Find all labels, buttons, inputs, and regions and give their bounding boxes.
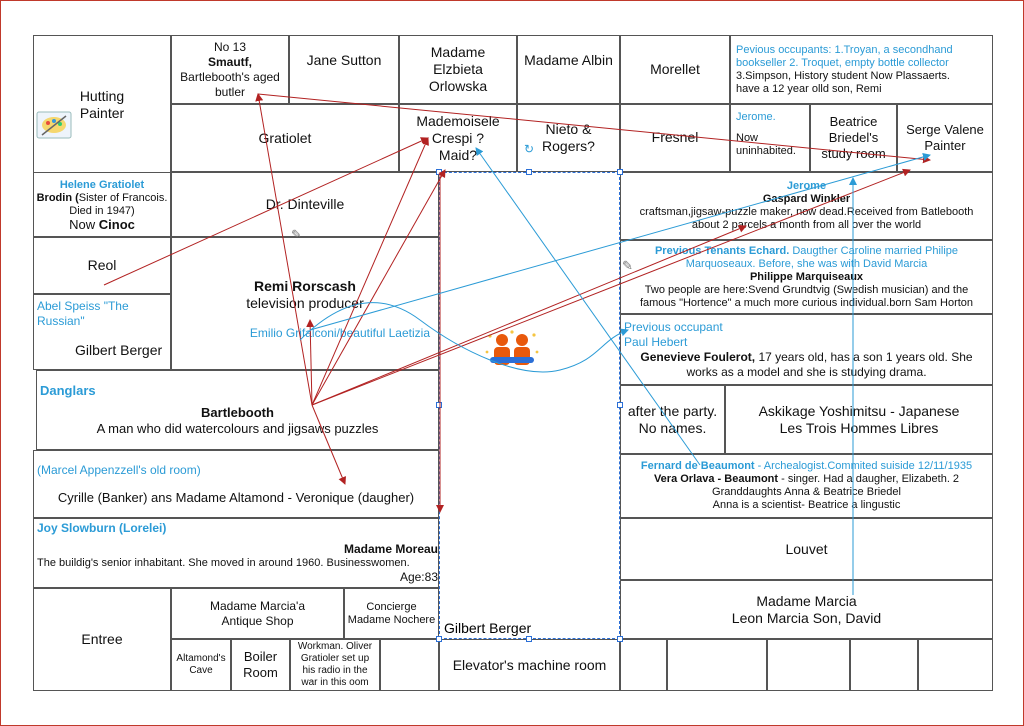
resize-handle[interactable] — [617, 169, 623, 175]
room-boiler: Boiler Room — [231, 639, 290, 691]
palette-icon — [36, 110, 74, 140]
pencil-icon: ✎ — [622, 258, 633, 273]
room-foulerot: Previous occupant Paul Hebert Genevieve … — [620, 314, 993, 385]
room-morellet: Morellet — [620, 35, 730, 104]
room-blank-4 — [767, 639, 850, 691]
room-antique-shop: Madame Marcia'a Antique Shop — [171, 588, 344, 639]
room-echard: Previous Tenants Echard. Daugther Caroli… — [620, 240, 993, 314]
room-blank-5 — [850, 639, 918, 691]
resize-handle[interactable] — [436, 169, 442, 175]
room-orlowska: Madame Elzbieta Orlowska — [399, 35, 517, 104]
room-abel-speiss: Abel Speiss "The Russian" Gilbert Berger — [33, 294, 171, 370]
room-blank-2 — [620, 639, 667, 691]
stairwell-selection[interactable] — [439, 172, 620, 639]
room-reol: Reol — [33, 237, 171, 294]
room-danglars: Danglars Bartlebooth A man who did water… — [36, 370, 439, 450]
room-beatrice-study: Beatrice Briedel's study room — [810, 104, 897, 172]
room-concierge: Concierge Madame Nochere — [344, 588, 439, 639]
room-blank-1 — [380, 639, 439, 691]
room-askikage: Askikage Yoshimitsu - Japanese Les Trois… — [725, 385, 993, 454]
room-remi-rorscash: Remi Rorscash television producer Emilio… — [171, 237, 439, 370]
stairwell-label: Gilbert Berger — [444, 620, 532, 636]
room-fresnel: Fresnel — [620, 104, 730, 172]
room-blank-3 — [667, 639, 767, 691]
room-beaumont: Fernard de Beaumont - Archealogist.Commi… — [620, 454, 993, 518]
room-jerome-top: Jerome. Now uninhabited. — [730, 104, 810, 172]
room-albin: Madame Albin — [517, 35, 620, 104]
room-madame-marcia: Madame Marcia Leon Marcia Son, David — [620, 580, 993, 639]
room-nieto-rogers: Nieto & Rogers? — [517, 104, 620, 172]
room-helene-gratiolet: Helene Gratiolet Brodin (Sister of Franc… — [33, 172, 171, 237]
room-workman: Workman. Oliver Gratioler set up his rad… — [290, 639, 380, 691]
resize-handle[interactable] — [617, 402, 623, 408]
room-plassaerts: Pevious occupants: 1.Troyan, a secondhan… — [730, 35, 993, 104]
room-no13: No 13 Smautf, Bartlebooth's aged butler — [171, 35, 289, 104]
room-blank-6 — [918, 639, 993, 691]
room-jane-sutton: Jane Sutton — [289, 35, 399, 104]
room-gratiolet: Gratiolet — [171, 104, 399, 172]
room-louvet: Louvet — [620, 518, 993, 580]
resize-handle[interactable] — [436, 636, 442, 642]
room-serge-valene: Serge Valene Painter — [897, 104, 993, 172]
room-appenzell: (Marcel Appenzzell's old room) Cyrille (… — [33, 450, 439, 518]
room-altamond-cave: Altamond's Cave — [171, 639, 231, 691]
room-after-party: after the party. No names. — [620, 385, 725, 454]
resize-handle[interactable] — [526, 169, 532, 175]
room-elevator-machine: Elevator's machine room — [439, 639, 620, 691]
room-crespi: Mademoisele Crespi ? Maid? — [399, 104, 517, 172]
resize-handle[interactable] — [617, 636, 623, 642]
rotate-icon: ↻ — [524, 142, 535, 156]
room-moreau: Joy Slowburn (Lorelei) Madame Moreau The… — [33, 518, 439, 588]
room-jerome-winkler: Jerome Gaspard Winkler craftsman,jigsaw-… — [620, 172, 993, 240]
people-icon — [484, 330, 540, 372]
room-entree: Entree — [33, 588, 171, 691]
resize-handle[interactable] — [526, 636, 532, 642]
room-dinteville: Dr. Dinteville — [171, 172, 439, 237]
resize-handle[interactable] — [436, 402, 442, 408]
